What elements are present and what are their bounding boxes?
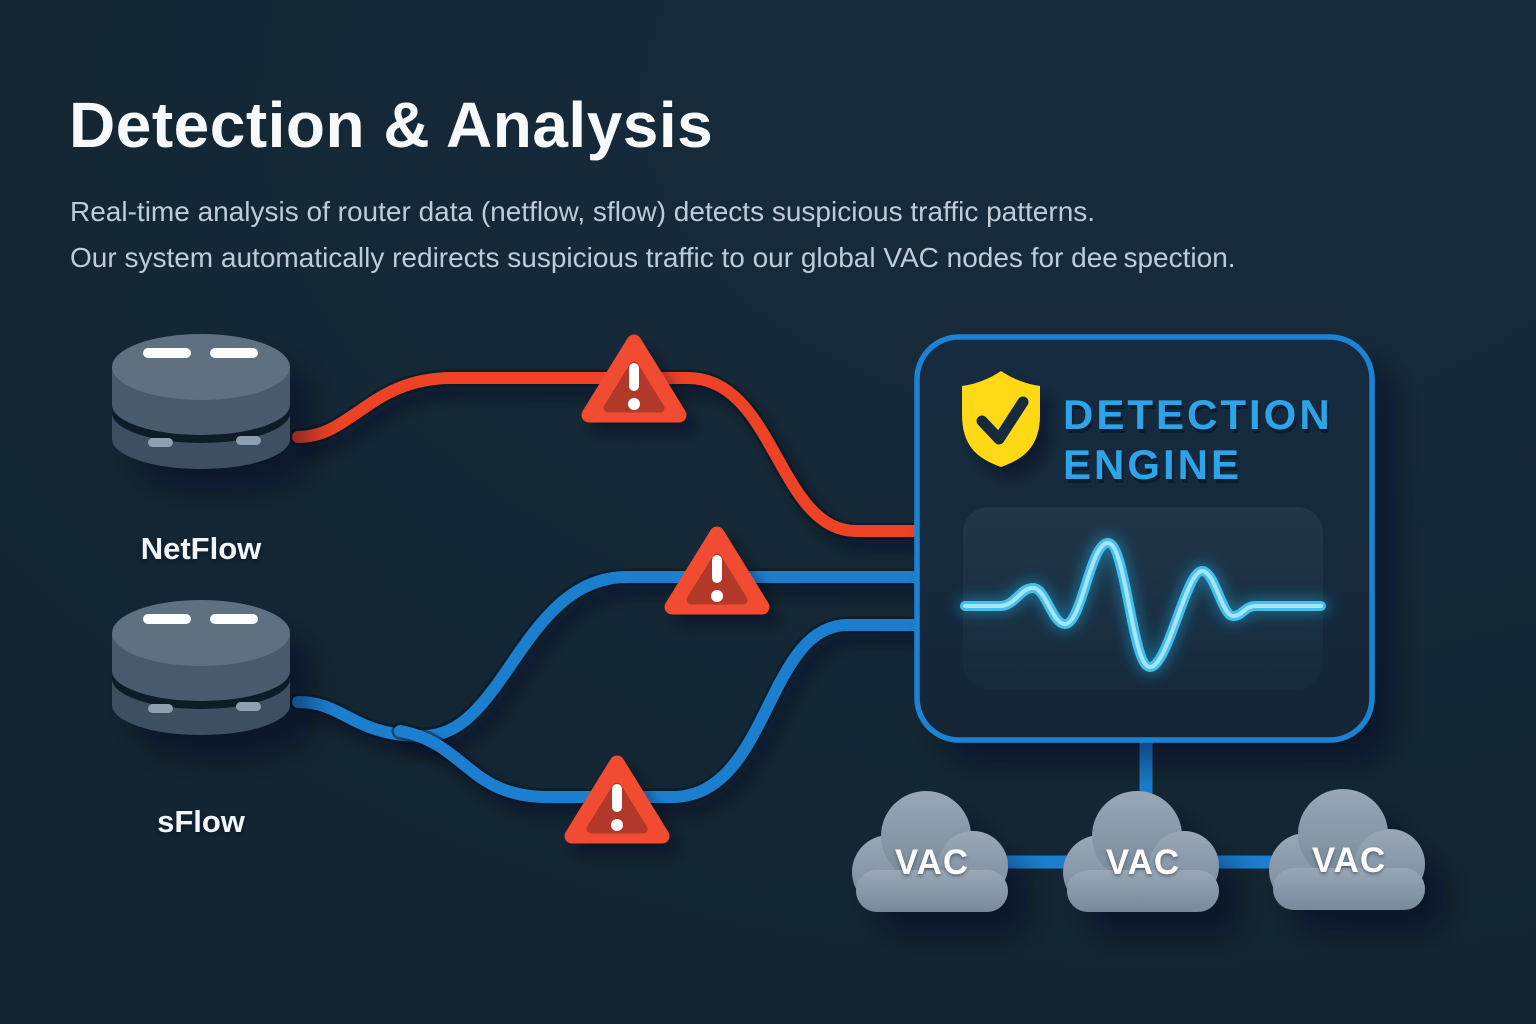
vac-node-label: VAC — [1105, 843, 1181, 882]
flow-line-netflow-suspicious — [289, 369, 923, 540]
page-subtitle: Real-time analysis of router data (netfl… — [70, 189, 1450, 281]
netflow-label: NetFlow — [140, 531, 262, 566]
page-title: Detection & Analysis — [69, 89, 714, 161]
flow-line-sflow-upper — [289, 568, 923, 745]
subtitle-line-2: Our system automatically redirects suspi… — [70, 242, 1236, 273]
waveform-display — [957, 507, 1329, 689]
detection-engine-title: DETECTION ENGINE — [1063, 390, 1383, 490]
engine-title-line-1: DETECTION — [1063, 391, 1333, 438]
database-icon — [112, 334, 290, 469]
database-icon — [112, 600, 290, 735]
subtitle-line-1: Real-time analysis of router data (netfl… — [70, 196, 1096, 227]
shield-check-icon — [962, 371, 1040, 467]
flow-line-sflow-lower — [391, 616, 923, 806]
engine-title-line-2: ENGINE — [1063, 441, 1243, 488]
sflow-label: sFlow — [157, 804, 245, 839]
vac-node-label: VAC — [1311, 841, 1387, 880]
vac-node-label: VAC — [894, 843, 970, 882]
